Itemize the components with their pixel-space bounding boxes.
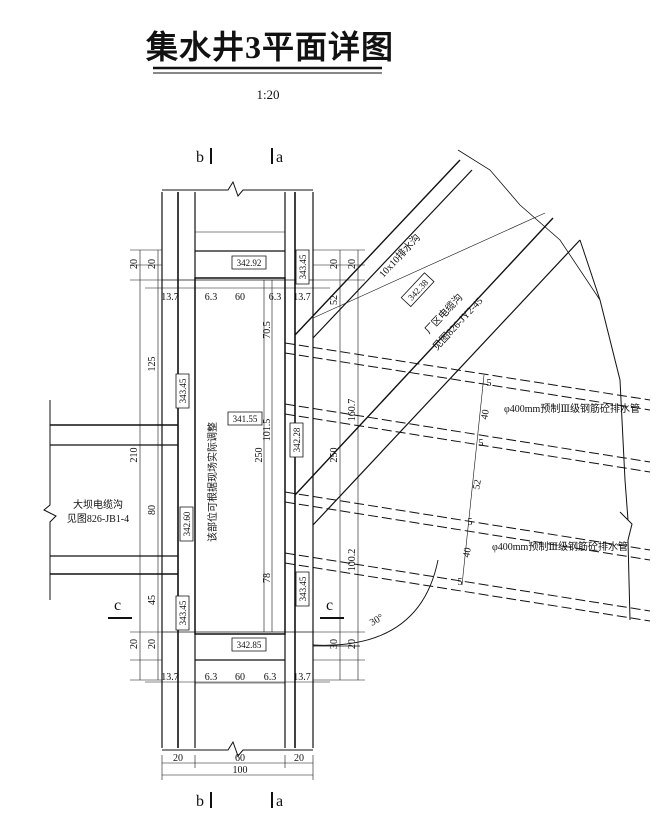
- dim-top-3: 60: [235, 292, 245, 303]
- elev-left-top: 343.45: [178, 378, 188, 403]
- dim-inner-1: 70.5: [262, 321, 273, 339]
- dim-left-8: 20: [147, 639, 158, 649]
- elev-right-bottom: 343.45: [298, 576, 308, 601]
- dimension-lines: [130, 250, 484, 780]
- dim-bottom-total: 100: [233, 765, 248, 776]
- note-cover: 10x10排水沟: [376, 231, 423, 280]
- dim-bottom-1: 20: [173, 753, 183, 764]
- note-pipe-2: φ400mm预制Ⅲ级钢筋砼排水管: [492, 540, 628, 553]
- dim-inner-3: 250: [254, 448, 265, 463]
- dim-pipe-2: 52: [471, 479, 484, 491]
- section-mark-bottom: b a: [196, 792, 283, 810]
- dim-pipe-small-2: 5: [479, 438, 484, 449]
- dim-bot-5: 13.7: [293, 672, 311, 683]
- left-vertical-dims: 20 20 125 210 80 45 20 20: [129, 259, 158, 649]
- elevation-labels: 342.92 341.55 342.28 342.60 342.85 343.4…: [176, 250, 434, 651]
- section-c-left: c: [114, 597, 121, 614]
- dim-inner-4: 78: [262, 573, 273, 583]
- inner-vertical-dims: 70.5 101.5 250 78: [254, 321, 273, 583]
- dim-right-8: 20: [347, 639, 358, 649]
- dim-bot-3: 60: [235, 672, 245, 683]
- dim-right-7: 30: [329, 639, 340, 649]
- right-vertical-dims: 20 20 52 160.7 250 100.2 30 20: [329, 259, 358, 649]
- drawing-scale: 1:20: [256, 87, 279, 102]
- dim-top-4: 6.3: [269, 292, 282, 303]
- note-dam-channel-1: 大坝电缆沟: [73, 498, 123, 511]
- elev-center: 341.55: [233, 414, 258, 424]
- dim-right-6: 100.2: [347, 549, 358, 572]
- dim-top-1: 13.7: [161, 292, 179, 303]
- elev-left-bottom: 343.45: [178, 600, 188, 625]
- pipe-dims: 40 52 40 5 5 5 5: [458, 378, 492, 588]
- section-mark-top: b a: [196, 148, 283, 166]
- bottom-row-dims: 13.7 6.3 60 6.3 13.7: [161, 672, 311, 683]
- elev-right-top: 343.45: [298, 254, 308, 279]
- dim-left-2: 20: [147, 259, 158, 269]
- section-c-right: c: [326, 597, 333, 614]
- dim-bot-1: 13.7: [161, 672, 179, 683]
- note-adjust: 该部位可根据现场实际调整: [206, 422, 219, 542]
- dim-right-2: 20: [347, 259, 358, 269]
- dim-bot-2: 6.3: [205, 672, 218, 683]
- section-mark-c: c c: [108, 597, 344, 618]
- section-a-bottom: a: [276, 793, 283, 810]
- dim-bot-4: 6.3: [264, 672, 277, 683]
- elev-top-floor: 342.92: [237, 258, 262, 268]
- dim-bottom-3: 20: [294, 753, 304, 764]
- dim-right-5: 250: [329, 448, 340, 463]
- note-pipe-1: φ400mm预制Ⅲ级钢筋砼排水管: [504, 402, 640, 415]
- dim-pipe-1: 40: [479, 409, 492, 421]
- dim-bottom-2: 60: [235, 753, 245, 764]
- dim-pipe-small-1: 5: [487, 378, 492, 389]
- well-structure: [44, 150, 650, 756]
- dim-top-2: 6.3: [205, 292, 218, 303]
- dim-pipe-3: 40: [461, 547, 474, 559]
- elev-right-wall: 342.28: [292, 427, 302, 452]
- section-b-bottom: b: [196, 793, 204, 810]
- note-dam-channel-2: 见图826-JB1-4: [67, 513, 129, 525]
- dim-top-5: 13.7: [293, 292, 311, 303]
- dim-left-6: 45: [147, 595, 158, 605]
- dim-right-1: 20: [329, 259, 340, 269]
- dim-left-7: 20: [129, 639, 140, 649]
- dim-left-4: 210: [129, 448, 140, 463]
- elev-bottom-floor: 342.85: [237, 640, 262, 650]
- drawing-title: 集水井3平面详图: [145, 29, 394, 65]
- dim-pipe-small-3: 5: [468, 517, 473, 528]
- dim-left-5: 80: [147, 505, 158, 515]
- notes: 该部位可根据现场实际调整 大坝电缆沟 见图826-JB1-4 厂区电缆沟 见图8…: [67, 231, 640, 553]
- dim-right-3: 52: [329, 295, 340, 305]
- dim-inner-2: 101.5: [262, 419, 273, 442]
- section-b-top: b: [196, 149, 204, 166]
- dim-pipe-small-4: 5: [458, 577, 463, 588]
- dim-left-3: 125: [147, 357, 158, 372]
- top-row-dims: 13.7 6.3 60 6.3 13.7: [161, 292, 311, 303]
- dim-left-1: 20: [129, 259, 140, 269]
- dim-right-4: 160.7: [347, 399, 358, 422]
- bottom-overall-dims: 20 60 20 100: [173, 753, 304, 776]
- angle-label: 30°: [368, 612, 386, 629]
- section-a-top: a: [276, 149, 283, 166]
- elev-left-wall: 342.60: [182, 511, 192, 536]
